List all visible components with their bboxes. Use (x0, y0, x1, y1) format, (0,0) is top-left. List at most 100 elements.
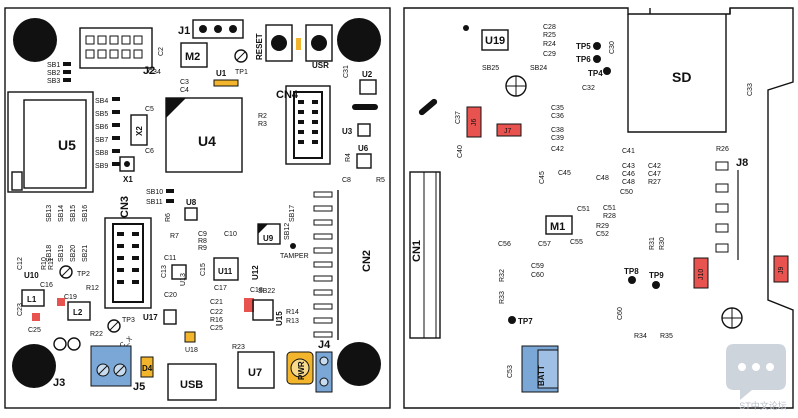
tamper-label: TAMPER (280, 253, 309, 260)
c38-label: C38 (551, 127, 564, 134)
u11-chip (213, 257, 239, 281)
red-marker-c22 (32, 313, 40, 321)
u13-chip (171, 264, 187, 280)
r34-label: R34 (634, 333, 647, 340)
cn2-pads (313, 191, 333, 338)
u4-chip (165, 97, 243, 173)
watermark-text: ST中文论坛 (739, 401, 787, 411)
sb25-label: SB25 (482, 65, 499, 72)
u17-chip (163, 309, 177, 325)
cn3-label: CN3 (119, 196, 131, 218)
chat-bubble-icon (726, 344, 786, 400)
right-board: SD U19 R24 R25 C28 C29 SB25 SB24 TP5 TP6… (403, 7, 794, 409)
u3-label: U3 (342, 127, 353, 136)
r5-label: R5 (376, 177, 385, 184)
tp9-label: TP9 (649, 271, 664, 280)
u15-chip (252, 299, 274, 321)
c33-label: C33 (747, 83, 754, 96)
j1-label: J1 (178, 25, 190, 37)
m2-chip (180, 42, 208, 68)
r8-label: R8 (198, 238, 207, 245)
c22-label: C23 (17, 303, 24, 316)
x2-crystal (130, 114, 148, 146)
sb11-label: SB11 (146, 199, 163, 206)
sb-label: SB2 (47, 70, 60, 77)
r28-label: R28 (603, 213, 616, 220)
l2-label: L2 (73, 308, 83, 317)
cn4-label: CN4 (276, 89, 299, 101)
j3-pin-a (53, 337, 67, 351)
c13-label: C13 (161, 265, 168, 278)
sb-label: SB15 (70, 205, 77, 222)
c14-label: C15 (200, 263, 207, 276)
reset-label: RESET (255, 33, 264, 60)
u1-yellow (213, 79, 239, 87)
sd-slot (627, 14, 727, 133)
j4-label: J4 (318, 339, 331, 351)
c59-label: C60 (531, 272, 544, 279)
c16-label: C17 (214, 285, 227, 292)
r26-label: R26 (716, 146, 729, 153)
r4-label: R4 (345, 153, 352, 162)
c52-label: C51 (577, 206, 590, 213)
tp2-label: TP2 (77, 271, 90, 278)
m1-label: M1 (550, 221, 565, 233)
u3-chip (357, 123, 371, 137)
c4-label: C4 (180, 87, 189, 94)
red-marker-l1 (57, 298, 65, 306)
l1-label: L1 (27, 295, 37, 304)
tp6-point (593, 55, 601, 63)
j10-label: J10 (698, 269, 705, 280)
j8-label: J8 (736, 157, 748, 169)
sb-label: SB20 (70, 245, 77, 262)
tp6-label: TP6 (576, 55, 591, 64)
c12-label: C12 (17, 257, 24, 270)
yellow-led-top (296, 38, 301, 50)
r13-label: R13 (286, 318, 299, 325)
d4-label: D4 (142, 364, 153, 373)
c31-label: C31 (343, 65, 350, 78)
r14-label: R14 (286, 309, 299, 316)
sb-vertical-group: SB13 SB14 SB15 SB16 SB18 SB19 SB20 SB21 (46, 205, 89, 262)
tp5-point (593, 42, 601, 50)
c11-label: C11 (164, 255, 176, 262)
tp4-point (603, 67, 611, 75)
sd-label: SD (672, 69, 691, 85)
c29-label: C29 (543, 51, 556, 58)
x1-label: X1 (123, 175, 133, 184)
r2-label: R2 (258, 113, 267, 120)
mounting-hole-br (337, 342, 381, 386)
usb-connector (167, 363, 217, 401)
sb10-label: SB10 (146, 189, 163, 196)
j9-red (773, 255, 789, 283)
tp3-point (107, 319, 121, 333)
u4-label: U4 (198, 133, 216, 149)
mounting-hole-bl (12, 344, 56, 388)
r7-label: R7 (170, 233, 179, 240)
c46-label: C46 (622, 171, 635, 178)
c48-label: C48 (622, 179, 635, 186)
sb-label: SB21 (82, 245, 89, 262)
sb24-label: SB24 (530, 65, 547, 72)
tp1-label: TP1 (235, 69, 248, 76)
tp1-point (234, 49, 248, 63)
tp3-label: TP3 (122, 317, 135, 324)
c55-label: C55 (570, 239, 583, 246)
m2-label: M2 (185, 51, 200, 63)
u8-chip (184, 207, 198, 221)
c21-label: C22 (210, 309, 223, 316)
d4-led (140, 356, 154, 378)
r27-label: R27 (648, 179, 661, 186)
c28-label: C28 (543, 24, 556, 31)
u11-label: U11 (218, 267, 233, 276)
u6-chip (356, 153, 372, 169)
c34-label: C34 (148, 69, 161, 76)
u18-label: U18 (185, 347, 198, 354)
c7-label: C45 (539, 171, 546, 184)
c34r-label: C52 (596, 231, 609, 238)
tp7-point (508, 316, 516, 324)
c43-label: C42 (648, 163, 661, 170)
r23-label: R23 (232, 344, 245, 351)
j8-pads (715, 161, 729, 253)
r33-label: R33 (499, 291, 506, 304)
